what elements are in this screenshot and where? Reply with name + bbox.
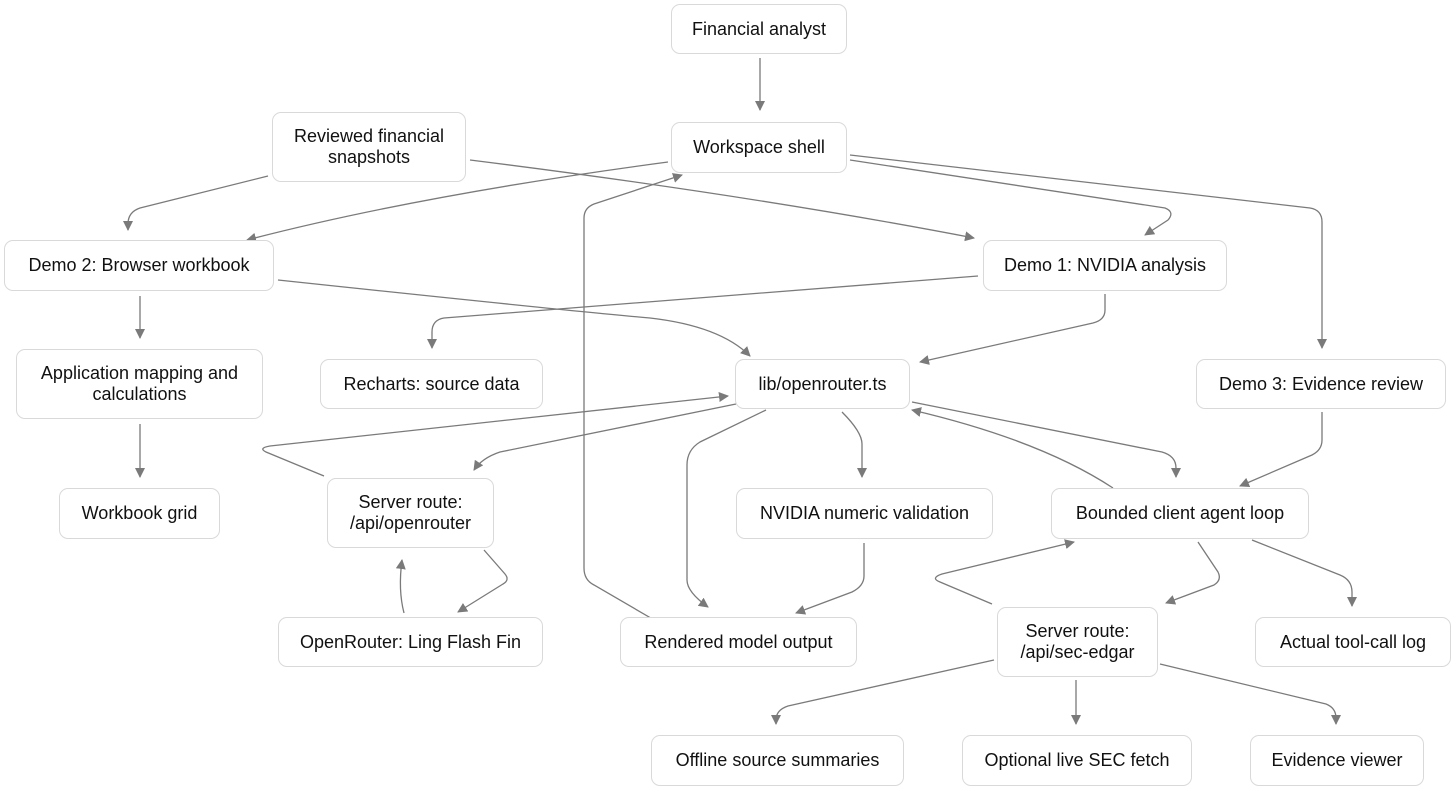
edge-snapshots-to-demo2 <box>123 175 269 231</box>
edge-demo1-to-recharts <box>427 275 979 349</box>
edge-sec-to-agent <box>934 539 1075 605</box>
edge-shell-to-demo3 <box>849 154 1327 349</box>
edge-server-to-lib <box>262 392 729 477</box>
node-server-route-openrouter: Server route: /api/openrouter <box>327 478 494 548</box>
edge-ling-to-server <box>395 559 406 614</box>
edge-snapshots-to-demo1 <box>469 159 975 242</box>
node-lib-openrouter: lib/openrouter.ts <box>735 359 910 409</box>
node-demo-3-evidence-review: Demo 3: Evidence review <box>1196 359 1446 409</box>
node-nvidia-numeric-validation: NVIDIA numeric validation <box>736 488 993 539</box>
edge-lib-to-validation <box>841 411 867 478</box>
edge-agent-to-lib <box>911 407 1114 489</box>
edge-lib-to-agent <box>911 401 1181 478</box>
node-reviewed-financial-snapshots: Reviewed financial snapshots <box>272 112 466 182</box>
node-recharts-source-data: Recharts: source data <box>320 359 543 409</box>
node-demo-1-nvidia-analysis: Demo 1: NVIDIA analysis <box>983 240 1227 291</box>
edge-sec-to-viewer <box>1159 663 1341 725</box>
edge-sec-to-offline <box>771 659 995 725</box>
edge-lib-to-output <box>686 409 767 608</box>
edge-demo2-to-lib <box>277 279 751 357</box>
edge-demo1-to-lib <box>919 294 1106 365</box>
node-workspace-shell: Workspace shell <box>671 122 847 173</box>
edge-validation-to-output <box>795 543 865 615</box>
edge-agent-to-log <box>1251 539 1357 607</box>
edge-lib-to-server <box>473 403 737 471</box>
node-bounded-client-agent-loop: Bounded client agent loop <box>1051 488 1309 539</box>
edge-agent-to-sec <box>1165 541 1220 605</box>
node-financial-analyst: Financial analyst <box>671 4 847 54</box>
node-openrouter-ling-flash-fin: OpenRouter: Ling Flash Fin <box>278 617 543 667</box>
node-demo-2-browser-workbook: Demo 2: Browser workbook <box>4 240 274 291</box>
edge-shell-to-demo2 <box>246 161 669 243</box>
node-application-mapping: Application mapping and calculations <box>16 349 263 419</box>
edge-shell-to-demo1 <box>849 159 1172 236</box>
node-optional-live-sec-fetch: Optional live SEC fetch <box>962 735 1192 786</box>
node-offline-source-summaries: Offline source summaries <box>651 735 904 786</box>
node-actual-tool-call-log: Actual tool-call log <box>1255 617 1451 667</box>
edge-output-to-shell <box>583 173 683 629</box>
edge-server-to-ling <box>457 549 508 613</box>
node-rendered-model-output: Rendered model output <box>620 617 857 667</box>
node-server-route-sec-edgar: Server route: /api/sec-edgar <box>997 607 1158 677</box>
node-evidence-viewer: Evidence viewer <box>1250 735 1424 786</box>
node-workbook-grid: Workbook grid <box>59 488 220 539</box>
edge-demo3-to-agent <box>1239 412 1323 488</box>
